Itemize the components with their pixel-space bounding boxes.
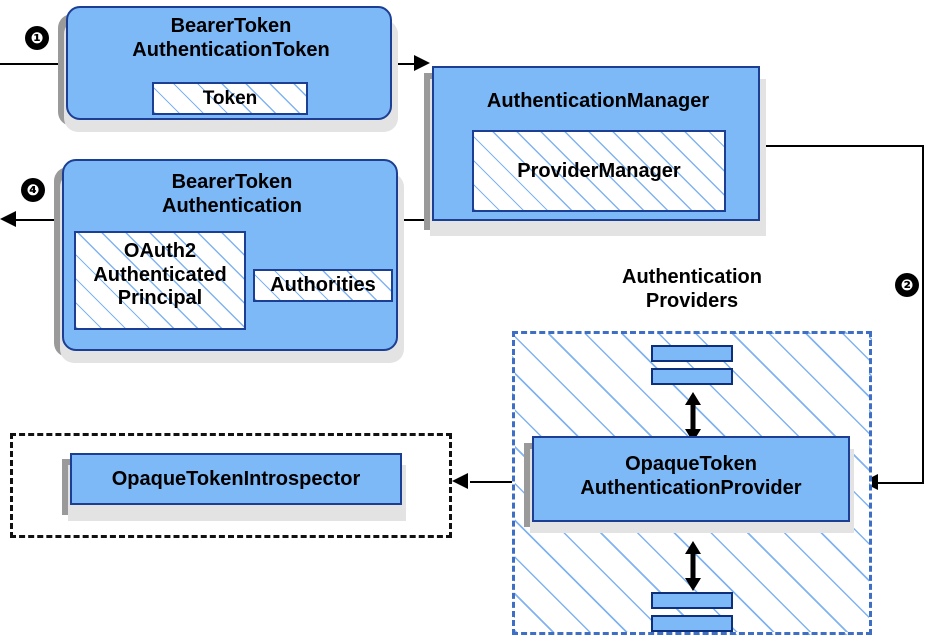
authentication-manager-title: AuthenticationManager (434, 90, 762, 114)
connector-token-to-manager (392, 63, 422, 65)
step-marker-1: ❶ (25, 26, 49, 50)
bearer-token-authentication-box[interactable]: BearerToken Authentication OAuth2 Authen… (62, 159, 398, 351)
arrowhead-to-introspector (452, 473, 468, 489)
title-line-2: AuthenticationToken (132, 38, 330, 61)
authorities-box[interactable]: Authorities (253, 269, 393, 302)
provider-bar-bottom-1 (651, 592, 733, 609)
connector-manager-to-providers-vertical (922, 145, 924, 483)
providers-caption-line-1: Authentication (622, 266, 762, 288)
arrowhead-token-to-manager (414, 55, 430, 71)
oauth2-authenticated-principal-box[interactable]: OAuth2 Authenticated Principal (74, 231, 246, 330)
authentication-providers-caption: Authentication Providers (512, 266, 872, 313)
provider-bars-top (651, 345, 733, 385)
connector-response-out (14, 219, 64, 221)
authentication-manager-box[interactable]: AuthenticationManager ProviderManager (432, 66, 760, 221)
provider-bars-bottom (651, 592, 733, 632)
double-arrow-top (685, 392, 701, 442)
bearer-token-authentication-token-box[interactable]: BearerToken AuthenticationToken Token (66, 6, 392, 120)
provider-manager-label: ProviderManager (517, 159, 681, 182)
providers-caption-line-2: Providers (645, 289, 739, 312)
provider-bar-bottom-2 (651, 615, 733, 632)
opaque-token-introspector-label: OpaqueTokenIntrospector (111, 467, 361, 490)
provider-bar-top-1 (651, 345, 733, 362)
authorities-label: Authorities (270, 274, 376, 296)
connector-manager-to-providers-top (760, 145, 924, 147)
token-child-label: Token (202, 87, 258, 109)
arrowhead-response-out (0, 211, 16, 227)
provider-lines: OpaqueToken AuthenticationProvider (534, 438, 848, 500)
provider-line-1: OpaqueToken (625, 453, 757, 475)
connector-provider-to-introspector (470, 481, 532, 483)
step-marker-2: ❷ (895, 273, 919, 297)
step-marker-4: ❹ (21, 178, 45, 202)
connector-manager-to-authentication (398, 219, 432, 221)
title-line-1: BearerToken (171, 171, 293, 193)
connector-providers-in (878, 482, 924, 484)
authentication-manager-title-text: AuthenticationManager (486, 90, 710, 112)
double-arrow-bottom (685, 541, 701, 591)
provider-manager-box[interactable]: ProviderManager (472, 130, 726, 212)
token-child-box[interactable]: Token (152, 82, 308, 115)
title-line-1: BearerToken (170, 15, 292, 37)
connector-request-in (0, 63, 66, 65)
principal-lines: OAuth2 Authenticated Principal (76, 233, 244, 311)
opaque-token-introspector-box[interactable]: OpaqueTokenIntrospector (70, 453, 402, 505)
provider-bar-top-2 (651, 368, 733, 385)
title-line-2: Authentication (162, 194, 302, 217)
bearer-token-authentication-token-title: BearerToken AuthenticationToken (68, 15, 394, 62)
principal-line-2: Authenticated (93, 263, 227, 286)
principal-line-1: OAuth2 (123, 240, 197, 262)
bearer-token-authentication-title: BearerToken Authentication (64, 171, 400, 218)
principal-line-3: Principal (117, 287, 203, 310)
provider-line-2: AuthenticationProvider (580, 476, 802, 499)
opaque-token-authentication-provider-box[interactable]: OpaqueToken AuthenticationProvider (532, 436, 850, 522)
